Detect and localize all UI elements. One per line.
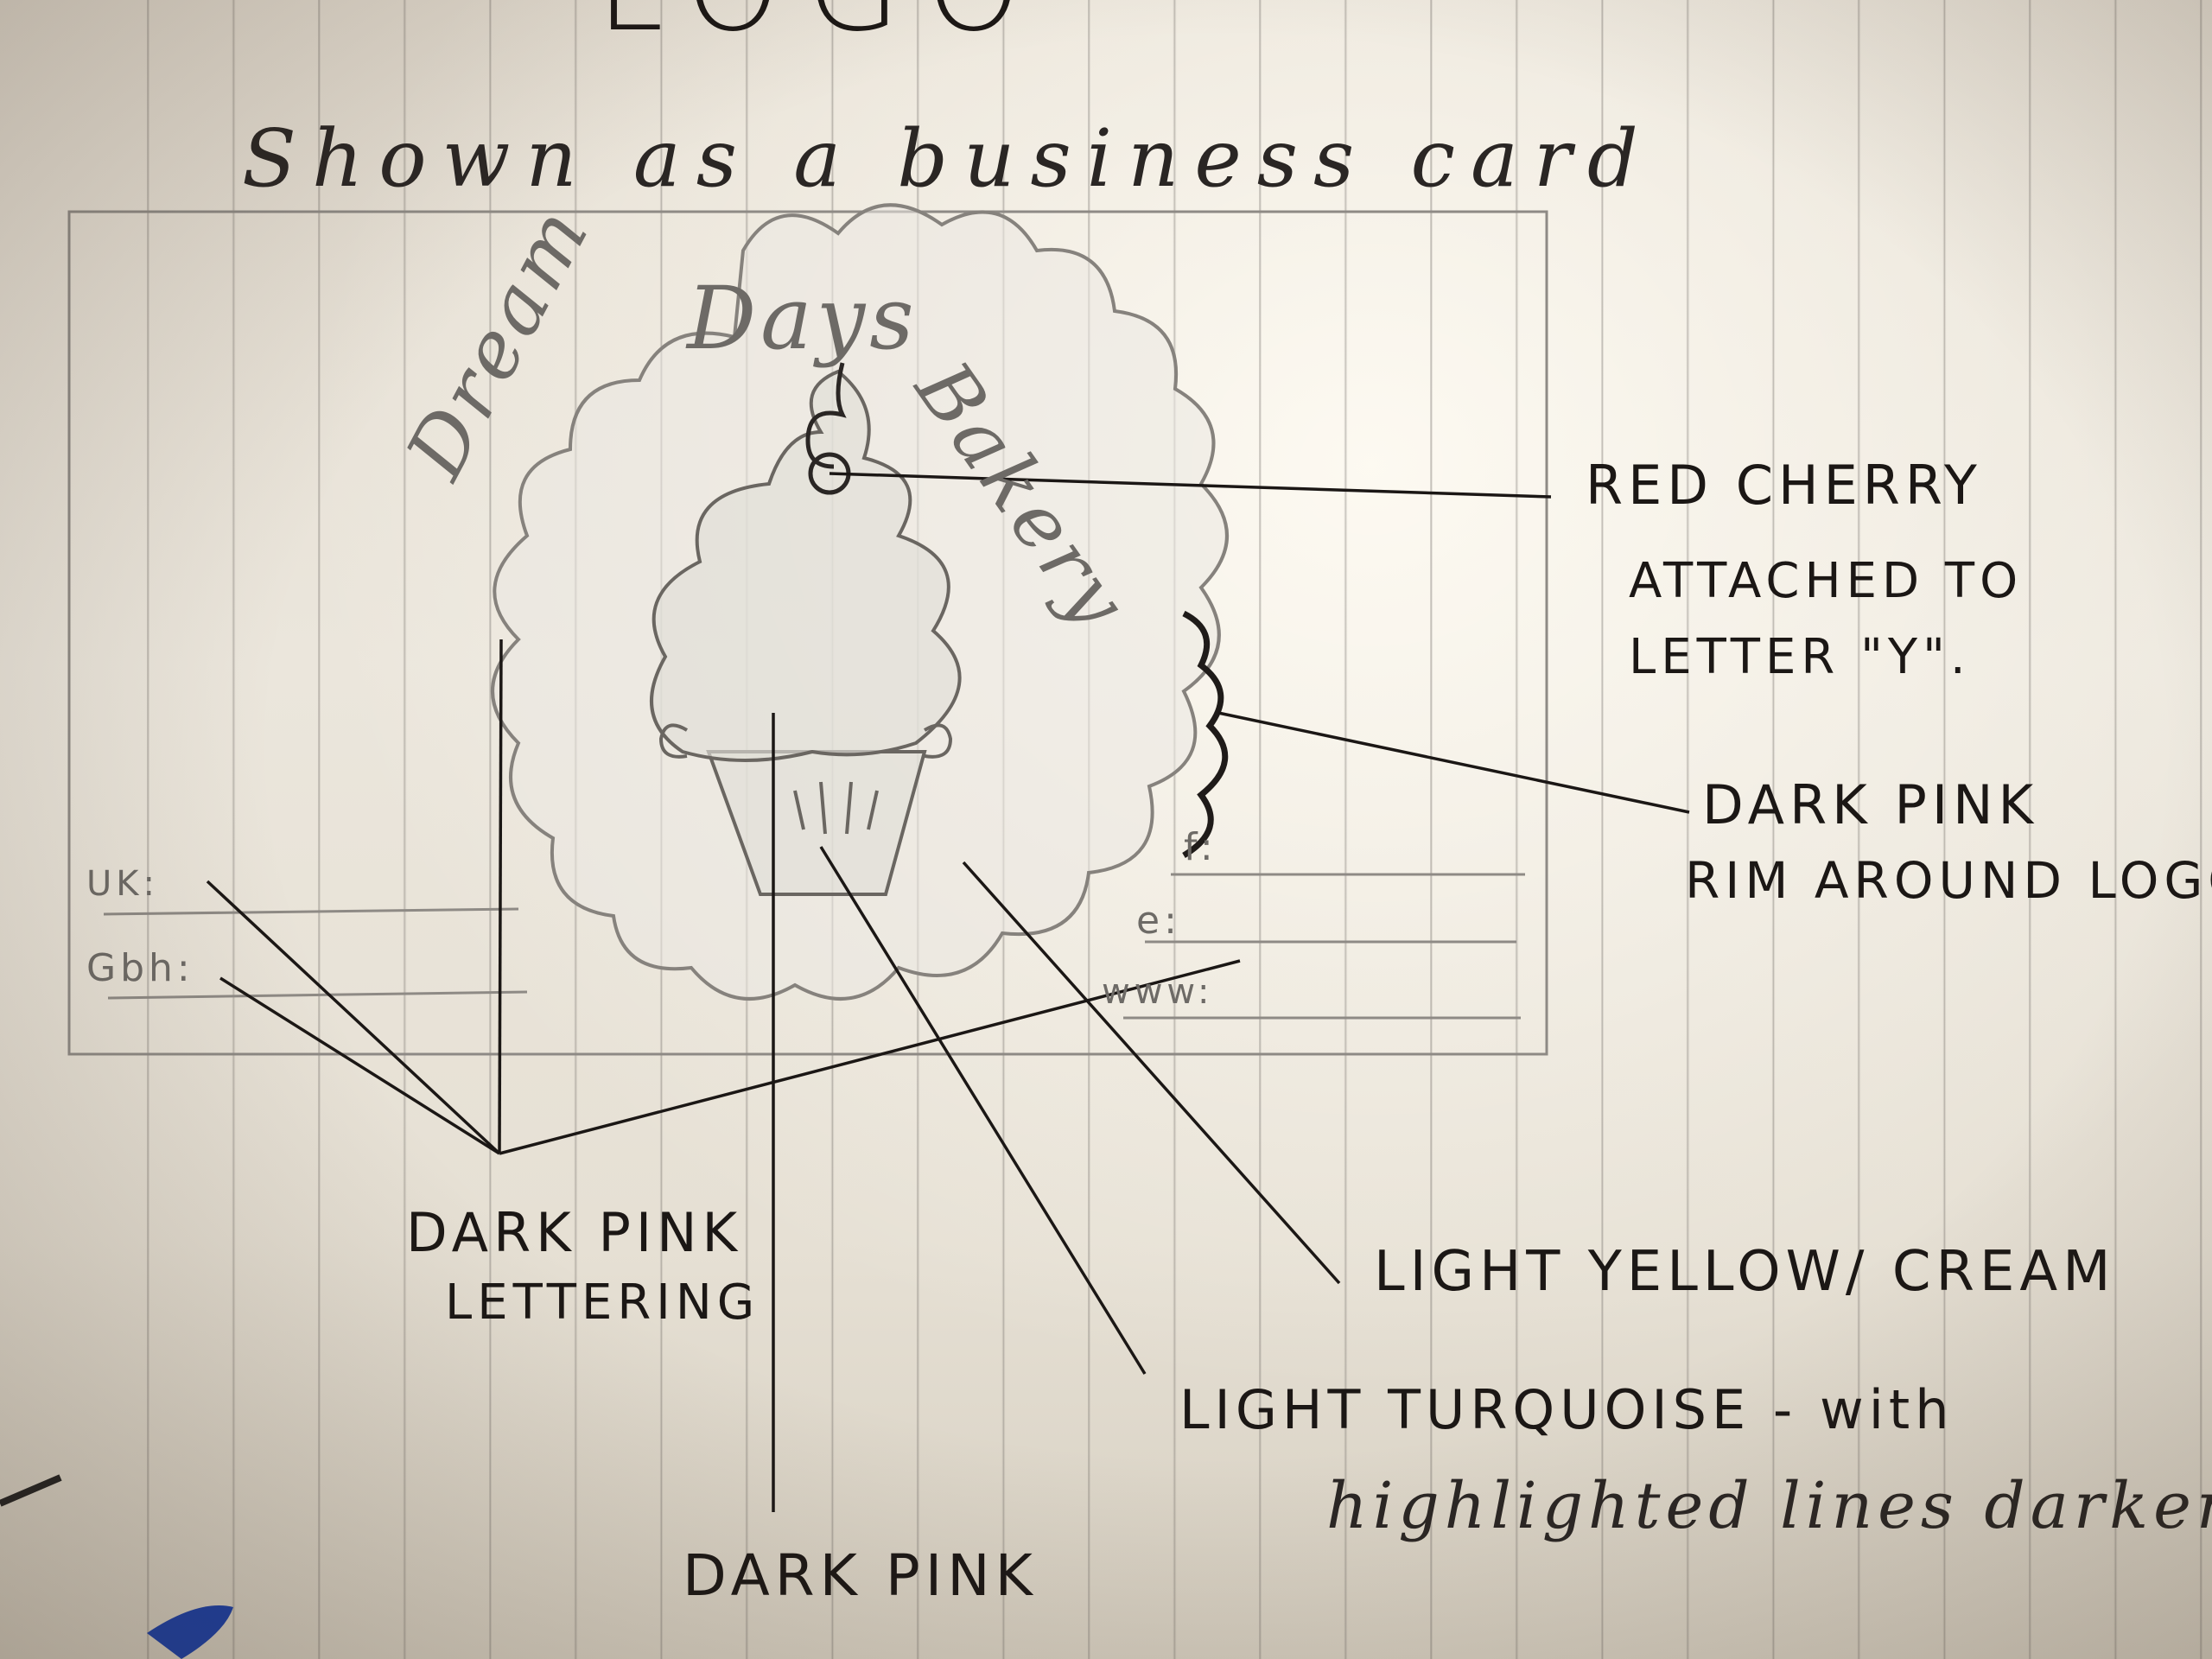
rim-accent-stroke — [1182, 610, 1229, 859]
logo-word-days: Days — [687, 268, 918, 369]
annotation-leader-lines — [206, 472, 1690, 1512]
card-field-f: f: — [1184, 825, 1217, 869]
annotation-cream: LIGHT YELLOW/ CREAM — [1374, 1240, 2116, 1304]
annotation-cherry-line1: RED CHERRY — [1586, 454, 1982, 517]
annotation-turquoise-line1: LIGHT TURQUOISE - with — [1179, 1378, 1955, 1441]
card-field-uk: UK: — [86, 864, 159, 904]
pen-stroke-mark — [0, 1474, 62, 1507]
cupcake-drawing — [650, 369, 962, 896]
letter-y-swirl — [805, 362, 847, 469]
business-card-outline — [67, 210, 1548, 1056]
blue-pen-mark — [147, 1605, 233, 1659]
page-heading: LOGO — [596, 0, 1047, 59]
annotation-turquoise-line2: highlighted lines darker — [1326, 1469, 2212, 1543]
annotation-rim-line2: RIM AROUND LOGO — [1685, 851, 2212, 910]
annotation-cherry-line3: LETTER "Y". — [1629, 629, 1971, 685]
annotation-cherry-line2: ATTACHED TO — [1629, 553, 2024, 609]
card-field-www: www: — [1102, 972, 1214, 1012]
annotation-rim-line1: DARK PINK — [1702, 773, 2039, 836]
page-subheading: Shown as a business card — [242, 112, 1654, 205]
annotation-frosting: DARK PINK — [683, 1542, 1038, 1609]
card-field-e: e: — [1136, 899, 1181, 943]
annotation-lettering-line2: LETTERING — [445, 1274, 760, 1331]
cupcake-frosting — [650, 369, 962, 762]
annotation-lettering-line1: DARK PINK — [406, 1201, 743, 1264]
card-field-gbh: Gbh: — [86, 946, 194, 990]
